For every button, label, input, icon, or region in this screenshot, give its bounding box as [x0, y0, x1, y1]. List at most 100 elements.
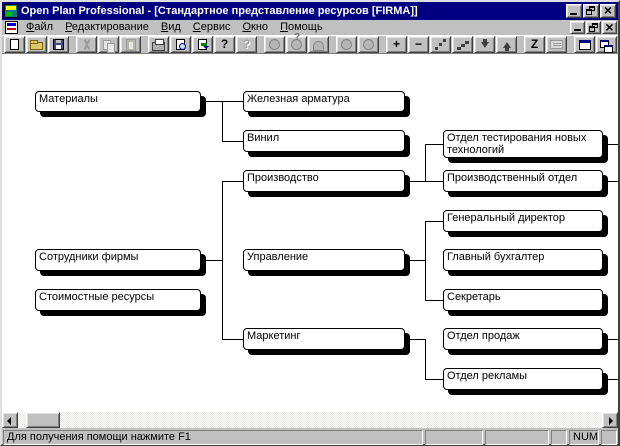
resource-node[interactable]: Отдел рекламы: [443, 368, 603, 390]
resource-node[interactable]: Маркетинг: [243, 328, 405, 350]
menu-edit[interactable]: Редактирование: [65, 21, 149, 33]
resource-node[interactable]: Секретарь: [443, 289, 603, 311]
document-close-button[interactable]: [602, 19, 617, 35]
resource-node[interactable]: Главный бухгалтер: [443, 249, 603, 271]
remove-button[interactable]: −: [408, 36, 429, 53]
move-up-icon: [502, 38, 511, 51]
resource-circle-2-icon: [291, 32, 302, 50]
connector-line: [222, 141, 243, 142]
resource-circle-1-button[interactable]: [264, 36, 285, 53]
resource-circle-2-button[interactable]: [286, 32, 307, 53]
new-button[interactable]: [4, 36, 25, 53]
horizontal-scrollbar[interactable]: [2, 412, 618, 428]
resource-circle-1-icon: [269, 39, 280, 50]
connector-line: [425, 221, 443, 222]
window-title: Open Plan Professional - [Стандартное пр…: [21, 5, 418, 17]
status-pane-2: [485, 430, 549, 445]
connector-stub: [603, 379, 618, 380]
resource-node[interactable]: Отдел продаж: [443, 328, 603, 350]
connector-line: [222, 181, 243, 182]
print-button[interactable]: [148, 36, 169, 53]
help-button[interactable]: ?: [214, 36, 235, 53]
scroll-left-button[interactable]: [2, 412, 18, 428]
add-button[interactable]: +: [386, 36, 407, 53]
connector-line: [201, 260, 223, 261]
new-icon: [10, 39, 19, 50]
connector-line: [405, 339, 426, 340]
paste-icon: [125, 38, 136, 51]
title-bar[interactable]: Open Plan Professional - [Стандартное пр…: [2, 2, 618, 20]
resource-node[interactable]: Железная арматура: [243, 91, 405, 112]
tile-windows-button[interactable]: [574, 36, 595, 53]
document-minimize-button[interactable]: [570, 21, 585, 34]
scroll-right-icon: [609, 417, 613, 425]
remove-icon: −: [414, 37, 422, 51]
move-down-button[interactable]: [474, 36, 495, 53]
help-icon: ?: [220, 37, 229, 51]
transfer-icon: [198, 39, 209, 50]
view-circle-1-button[interactable]: [336, 36, 357, 53]
connector-line: [425, 144, 426, 182]
connector-stub: [603, 339, 618, 340]
resource-node[interactable]: Управление: [243, 249, 405, 271]
status-num-indicator: NUM: [569, 430, 599, 445]
scroll-right-button[interactable]: [602, 412, 618, 428]
connector-line: [222, 101, 223, 142]
scatter-button[interactable]: [430, 36, 451, 53]
connector-line: [201, 101, 223, 102]
connector-line: [425, 379, 443, 380]
connector-stub: [603, 181, 618, 182]
arrange-windows-icon: [600, 39, 613, 53]
restore-button[interactable]: [583, 4, 599, 18]
minimize-button[interactable]: [566, 4, 582, 18]
move-up-button[interactable]: [496, 36, 517, 53]
connector-line: [425, 300, 443, 301]
scrollbar-thumb[interactable]: [26, 412, 60, 428]
toolbar: ? ? + − Z: [2, 32, 618, 53]
arrange-windows-button[interactable]: [596, 36, 617, 53]
resource-node[interactable]: Сотрудники фирмы: [35, 249, 201, 271]
resource-node[interactable]: Производство: [243, 170, 405, 192]
resource-node[interactable]: Винил: [243, 130, 405, 152]
transfer-button[interactable]: [192, 36, 213, 53]
open-button[interactable]: [26, 36, 47, 53]
menu-bar: Файл Редактирование Вид Сервис Окно Помо…: [2, 19, 618, 35]
tile-windows-icon: [578, 39, 591, 50]
menu-help[interactable]: Помощь: [280, 21, 323, 33]
resource-node[interactable]: Материалы: [35, 91, 201, 112]
cut-icon: [82, 39, 91, 50]
menu-file[interactable]: Файл: [26, 21, 54, 33]
document-restore-button[interactable]: [586, 21, 601, 34]
print-preview-button[interactable]: [170, 36, 191, 53]
app-icon: [4, 4, 18, 18]
resource-node[interactable]: Стоимостные ресурсы: [35, 289, 201, 311]
paste-button[interactable]: [120, 36, 141, 53]
connector-line: [222, 101, 243, 102]
context-help-button[interactable]: ?: [236, 36, 257, 53]
close-button[interactable]: [600, 2, 616, 18]
view-circle-2-icon: [363, 39, 374, 50]
resource-dome-button[interactable]: [308, 36, 329, 53]
resource-node[interactable]: Производственный отдел: [443, 170, 603, 192]
document-system-icon[interactable]: [5, 21, 18, 34]
view-circle-2-button[interactable]: [358, 36, 379, 53]
copy-button[interactable]: [98, 36, 119, 53]
print-preview-icon: [176, 39, 186, 50]
steps-button[interactable]: [452, 36, 473, 53]
menu-tools[interactable]: Сервис: [192, 21, 231, 33]
cut-button[interactable]: [76, 36, 97, 53]
resource-node[interactable]: Генеральный директор: [443, 210, 603, 232]
resource-tree-canvas[interactable]: Материалы Сотрудники фирмы Стоимостные р…: [2, 53, 618, 413]
resource-node[interactable]: Отдел тестирования новых технологий: [443, 130, 603, 158]
status-help-text: Для получения помощи нажмите F1: [3, 430, 423, 445]
move-down-icon: [480, 38, 489, 52]
scatter-icon: [434, 39, 447, 51]
steps-icon: [456, 39, 469, 51]
save-button[interactable]: [48, 36, 69, 53]
menu-view[interactable]: Вид: [160, 21, 181, 33]
menu-window[interactable]: Окно: [242, 21, 269, 33]
notes-button[interactable]: [546, 36, 567, 53]
status-bar: Для получения помощи нажмите F1 NUM: [2, 429, 618, 445]
sort-button[interactable]: Z: [524, 36, 545, 53]
